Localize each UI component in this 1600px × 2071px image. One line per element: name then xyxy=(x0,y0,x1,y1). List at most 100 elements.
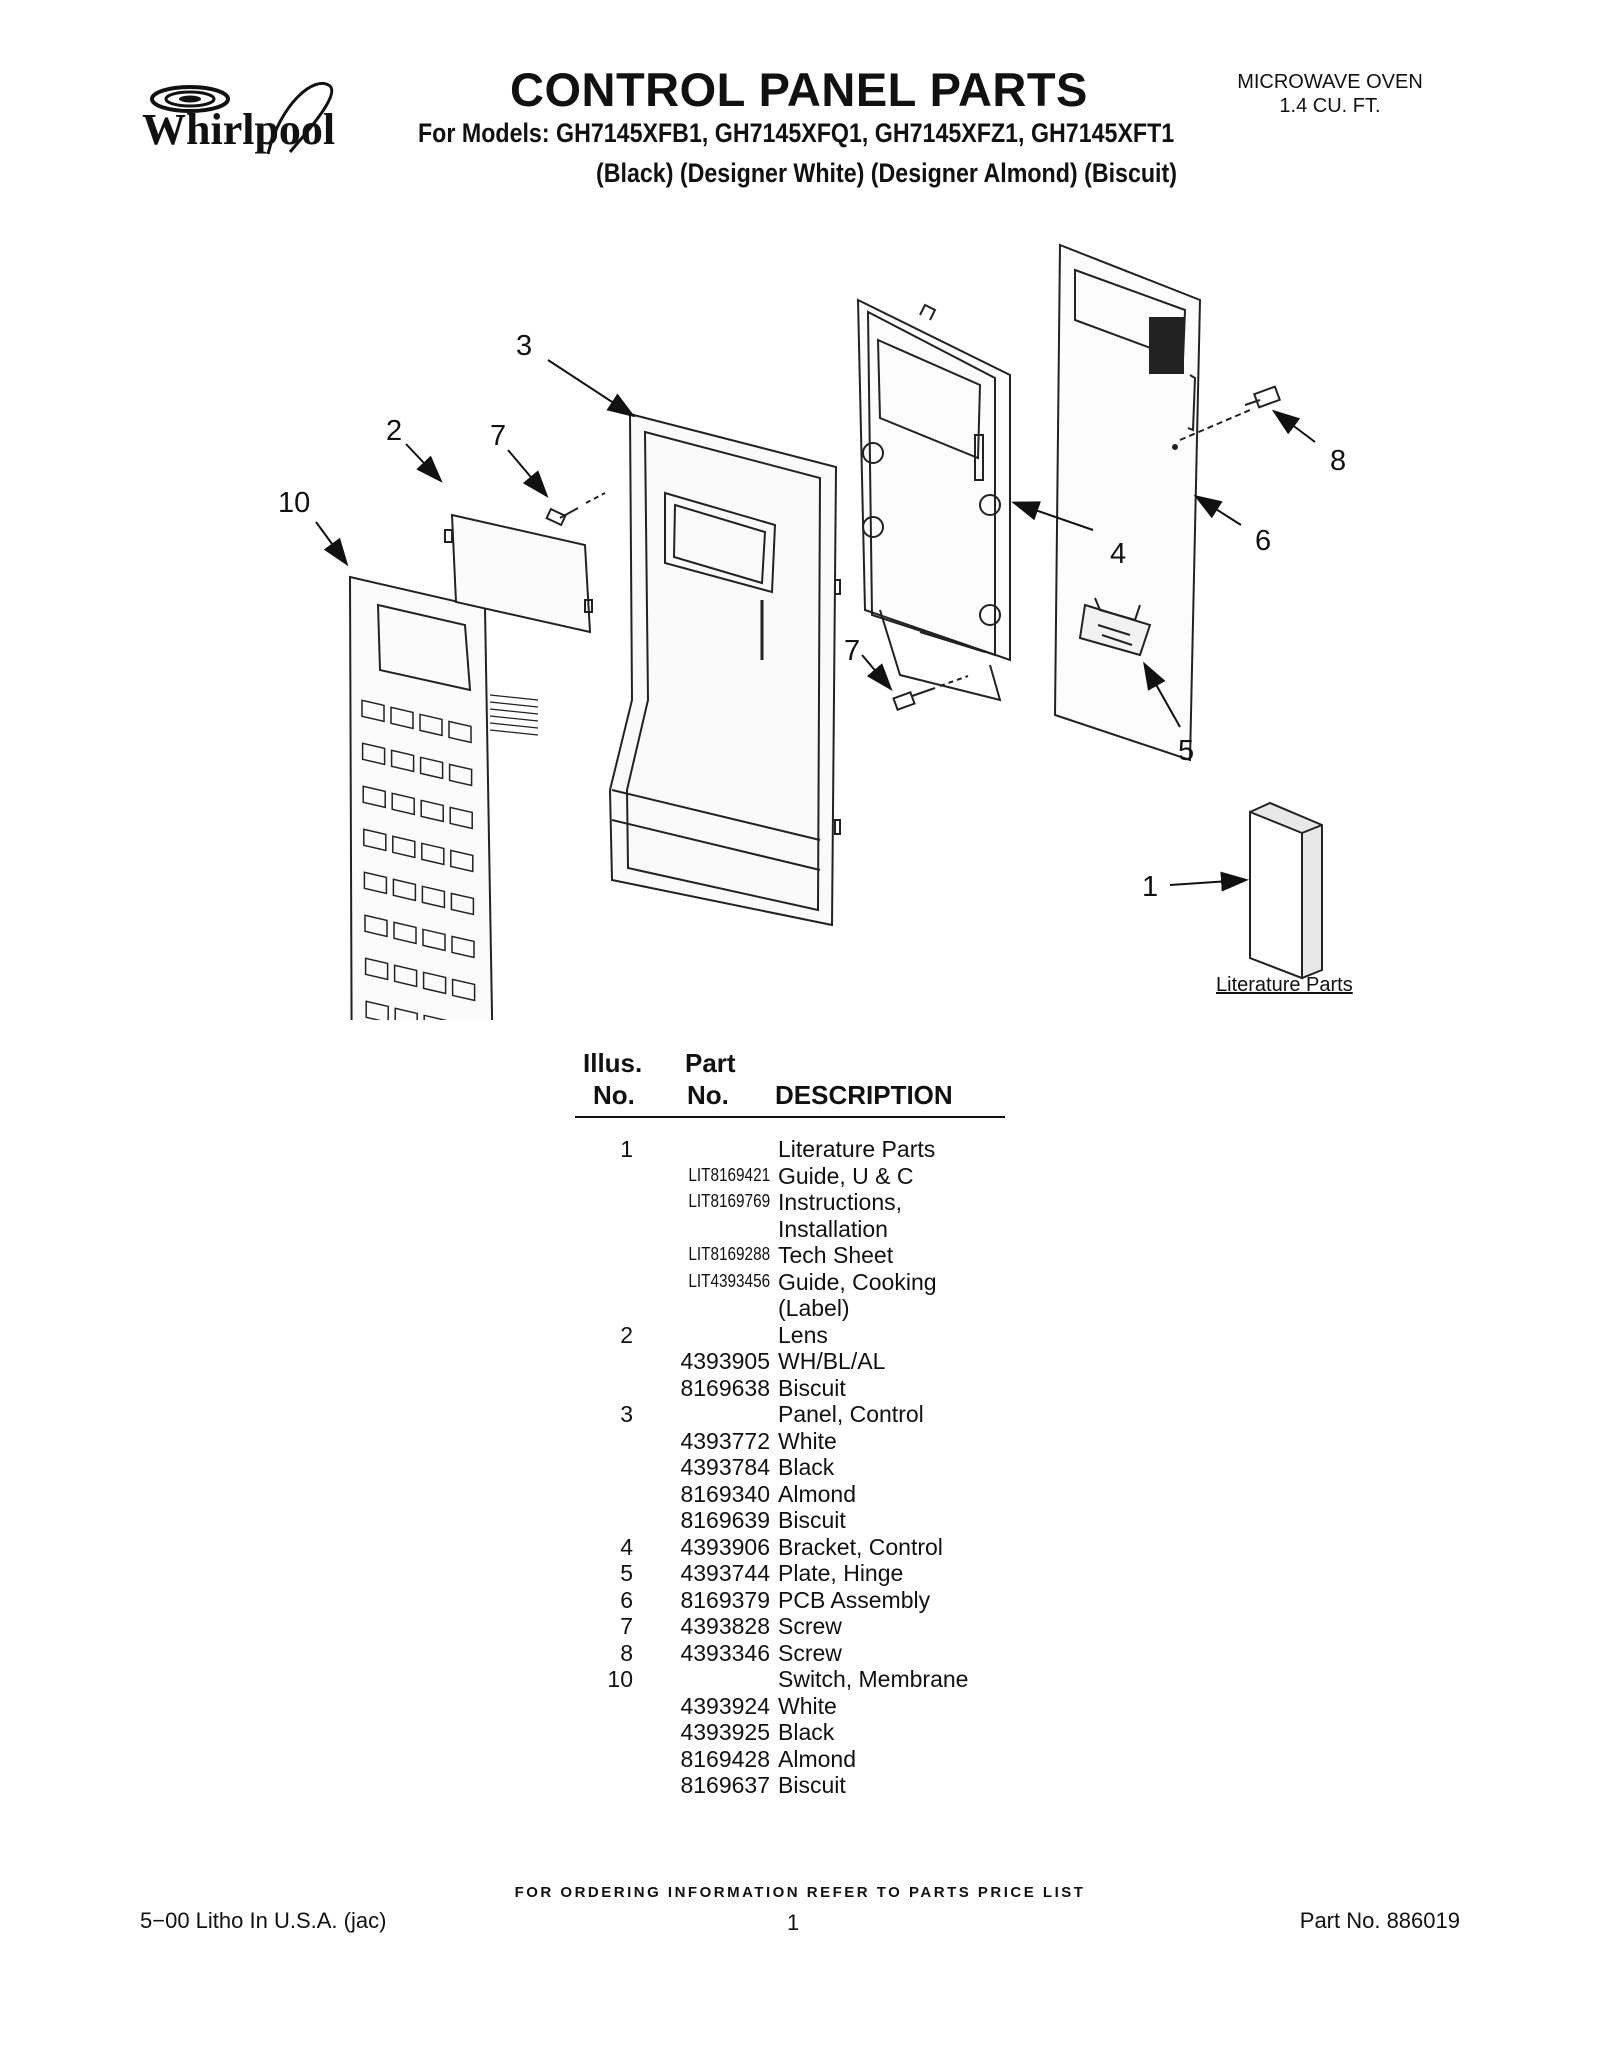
illus-number: 6 xyxy=(620,1586,633,1613)
part-description: Almond xyxy=(778,1745,856,1772)
keypad-key xyxy=(423,1014,447,1020)
table-row: Installation xyxy=(575,1216,1005,1243)
control-bracket-part xyxy=(856,298,1011,702)
part-description: Literature Parts xyxy=(778,1136,936,1162)
header-illus: Illus. xyxy=(583,1048,643,1078)
table-row: 1 Literature Parts xyxy=(575,1136,1005,1163)
keypad-key xyxy=(363,871,388,895)
screw-part-lower xyxy=(892,675,969,711)
table-row: LIT8169288 Tech Sheet xyxy=(575,1242,1005,1269)
keypad-key xyxy=(392,835,416,859)
callout-10: 10 xyxy=(278,487,310,519)
table-row: 10 Switch, Membrane xyxy=(575,1666,1005,1693)
whirlpool-logo: Whirlpool xyxy=(140,64,380,174)
part-description: Bracket, Control xyxy=(778,1533,943,1560)
illus-number: 10 xyxy=(607,1666,633,1692)
keypad-key xyxy=(421,842,445,866)
part-number: LIT8169288 xyxy=(688,1244,770,1264)
table-row: 4393784 Black xyxy=(575,1454,1005,1481)
product-info: MICROWAVE OVEN 1.4 CU. FT. xyxy=(1200,70,1460,118)
table-row: 7 4393828 Screw xyxy=(575,1613,1005,1640)
part-description: (Label) xyxy=(778,1295,850,1321)
part-description: Almond xyxy=(778,1480,856,1507)
keypad-key xyxy=(390,749,415,773)
keypad-key xyxy=(419,756,444,780)
membrane-switch-part xyxy=(348,575,539,1020)
model-list: For Models: GH7145XFB1, GH7145XFQ1, GH71… xyxy=(418,118,1175,148)
part-number: LIT8169769 xyxy=(688,1191,770,1211)
part-description: Switch, Membrane xyxy=(778,1666,969,1692)
header-rule xyxy=(575,1116,1005,1118)
brand-wordmark: Whirlpool xyxy=(142,105,335,154)
keypad-key xyxy=(363,828,387,852)
print-info: 5−00 Litho In U.S.A. (jac) xyxy=(140,1908,387,1933)
illus-number: 3 xyxy=(620,1401,633,1427)
keypad-key xyxy=(361,699,385,723)
keypad-key xyxy=(364,914,388,938)
part-number: 4393346 xyxy=(680,1639,770,1666)
illus-number: 1 xyxy=(620,1136,633,1162)
keypad-key xyxy=(451,935,475,959)
part-number: 4393784 xyxy=(680,1454,770,1480)
table-row: 8169340 Almond xyxy=(575,1481,1005,1508)
callout-4: 4 xyxy=(1110,538,1126,570)
part-description: Black xyxy=(778,1719,835,1745)
callout-2: 2 xyxy=(386,415,402,447)
parts-table: Illus. No. Part No. DESCRIPTION 1 Literat… xyxy=(575,1048,1005,1799)
part-description: Plate, Hinge xyxy=(778,1560,904,1586)
callout-7-upper: 7 xyxy=(490,420,506,452)
keypad-key xyxy=(422,971,447,995)
literature-parts-item xyxy=(1249,801,1323,980)
table-row: 4 4393906 Bracket, Control xyxy=(575,1534,1005,1561)
keypad-key xyxy=(421,885,446,909)
part-number: 4393744 xyxy=(680,1560,770,1586)
part-description: PCB Assembly xyxy=(778,1586,931,1613)
header-illus-no: No. xyxy=(593,1080,635,1110)
page-number: 1 xyxy=(787,1910,800,1935)
part-description: Black xyxy=(778,1454,835,1480)
part-number: 8169379 xyxy=(680,1586,770,1613)
callout-8: 8 xyxy=(1330,445,1346,477)
keypad-key xyxy=(419,713,443,737)
part-number: 8169340 xyxy=(680,1480,770,1507)
part-description: White xyxy=(778,1692,837,1719)
parts-table-header: Illus. No. Part No. DESCRIPTION xyxy=(575,1048,1005,1112)
part-description: Biscuit xyxy=(778,1772,846,1798)
part-description: Biscuit xyxy=(778,1374,846,1401)
part-number: LIT4393456 xyxy=(688,1270,770,1291)
table-row: (Label) xyxy=(575,1295,1005,1322)
table-row: 6 8169379 PCB Assembly xyxy=(575,1587,1005,1614)
part-description: Instructions, xyxy=(778,1189,902,1215)
keypad-key xyxy=(393,921,417,945)
part-number: 4393906 xyxy=(680,1533,770,1560)
callout-labels: 3 2 7 10 4 6 8 7 5 1 Literature Parts xyxy=(278,330,1353,996)
part-number: 4393828 xyxy=(680,1613,770,1639)
part-description: Screw xyxy=(778,1613,842,1639)
keypad-key xyxy=(361,742,386,766)
keypad-key xyxy=(422,928,446,952)
keypad-key xyxy=(420,799,444,823)
callout-1: 1 xyxy=(1142,871,1158,903)
keypad-key xyxy=(362,785,386,809)
header-part: Part xyxy=(685,1048,736,1078)
header-part-no: No. xyxy=(687,1080,729,1110)
page-title: CONTROL PANEL PARTS xyxy=(510,63,1088,116)
part-number: 4393772 xyxy=(680,1427,770,1454)
part-description: Tech Sheet xyxy=(778,1242,894,1268)
illus-number: 4 xyxy=(620,1533,633,1560)
model-colors: (Black) (Designer White) (Designer Almon… xyxy=(596,158,1177,188)
illus-number: 7 xyxy=(620,1613,633,1639)
part-number: 8169637 xyxy=(680,1772,770,1798)
part-number: 8169428 xyxy=(680,1745,770,1772)
keypad-key xyxy=(450,849,474,873)
keypad-key xyxy=(451,978,476,1002)
part-description: Installation xyxy=(778,1215,888,1242)
callout-3: 3 xyxy=(516,330,532,362)
